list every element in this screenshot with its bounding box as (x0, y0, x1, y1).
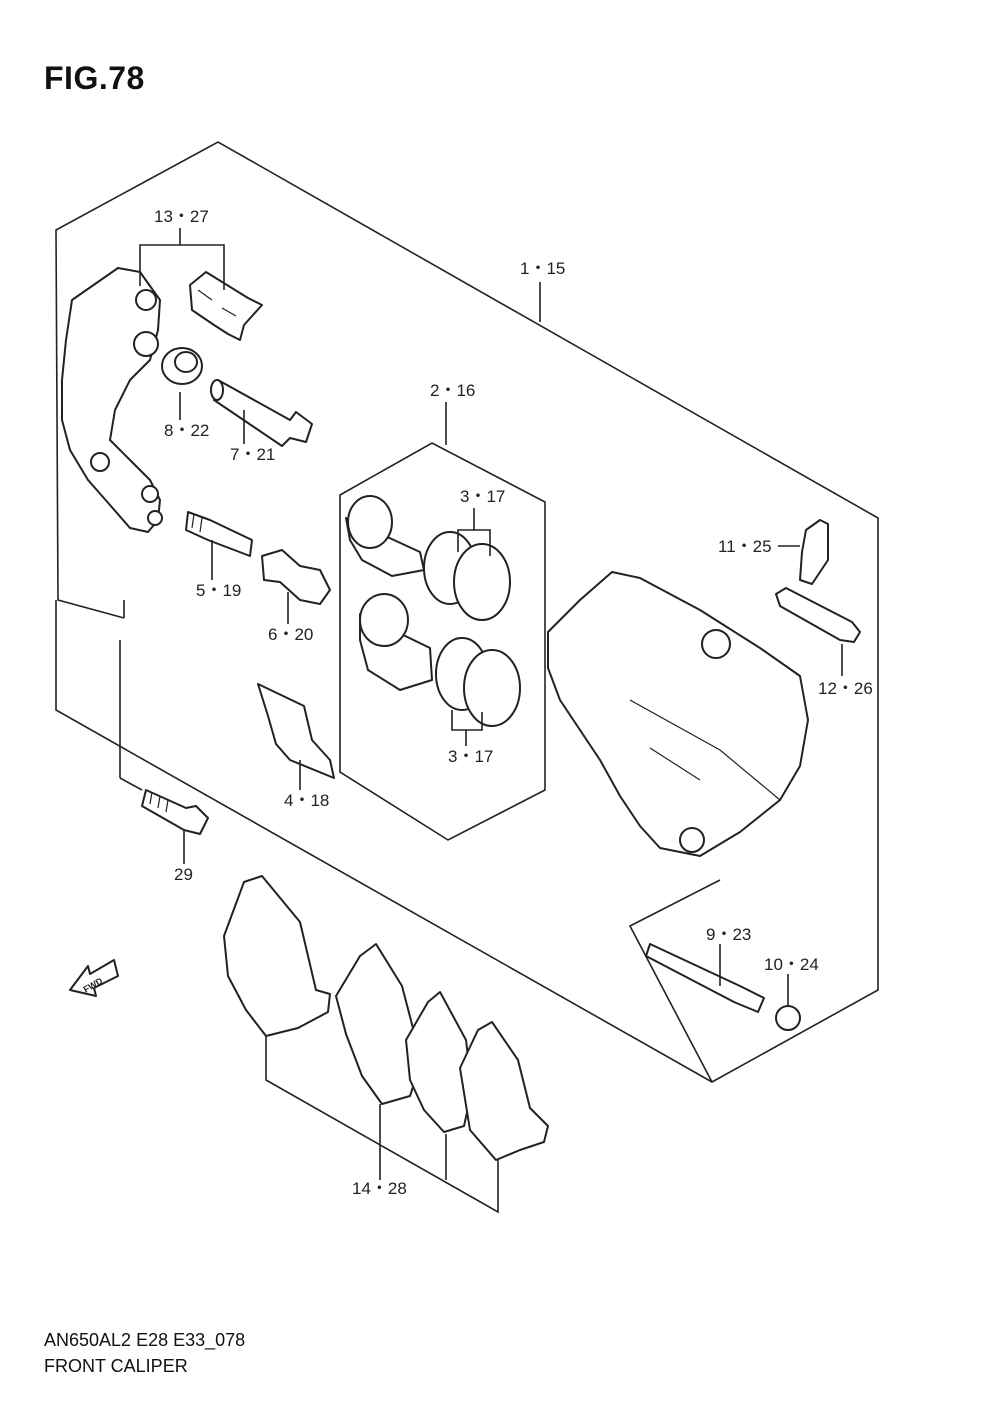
diagram-name: FRONT CALIPER (44, 1356, 188, 1376)
piston-kit-boundary (339, 442, 546, 841)
boot-rubber-part (261, 549, 331, 605)
pad-spring-clip (189, 271, 263, 341)
figure-title: FIG.78 (44, 60, 145, 96)
callout-2-16: 2・16 (430, 381, 475, 400)
piston-seal-lower (435, 637, 521, 727)
callout-1-15: 1・15 (520, 259, 565, 278)
callout-12-26: 12・26 (818, 679, 873, 698)
piston-seal-upper (423, 531, 511, 621)
pad-pin-plug-part (775, 1005, 801, 1031)
pad-pin-part (645, 943, 765, 1013)
callout-4-18: 4・18 (284, 791, 329, 810)
assembly-boundary (55, 141, 879, 1084)
callout-5-19: 5・19 (196, 581, 241, 600)
caliper-pin-part (185, 511, 253, 557)
brake-pad-shim (459, 1021, 549, 1161)
forward-direction-icon (69, 959, 119, 997)
caliper-body (547, 571, 809, 857)
caliper-bracket (61, 267, 163, 533)
piston-lower (359, 593, 433, 691)
callout-13-27: 13・27 (154, 207, 209, 226)
callout-7-21: 7・21 (230, 445, 275, 464)
boot-part (161, 347, 203, 385)
pad-shim-part (257, 683, 335, 779)
slide-pin-part (210, 379, 313, 447)
callout-8-22: 8・22 (164, 421, 209, 440)
callout-14-28: 14・28 (352, 1179, 407, 1198)
callout-11-25: 11・25 (718, 537, 772, 556)
bleeder-valve-part (799, 519, 829, 585)
callout-3-17-bottom: 3・17 (448, 747, 493, 766)
mounting-bolt-part (141, 789, 209, 835)
leader-lines (119, 228, 843, 1214)
brake-pad-inner-1 (335, 943, 419, 1105)
callout-10-24: 10・24 (764, 955, 819, 974)
brake-pad-outer (223, 875, 331, 1037)
piston-upper (345, 495, 425, 577)
callout-9-23: 9・23 (706, 925, 751, 944)
callout-29: 29 (174, 865, 193, 884)
bleeder-cap-plate-part (775, 587, 861, 643)
callout-6-20: 6・20 (268, 625, 313, 644)
callout-3-17-top: 3・17 (460, 487, 505, 506)
diagram-code: AN650AL2 E28 E33_078 (44, 1330, 246, 1350)
